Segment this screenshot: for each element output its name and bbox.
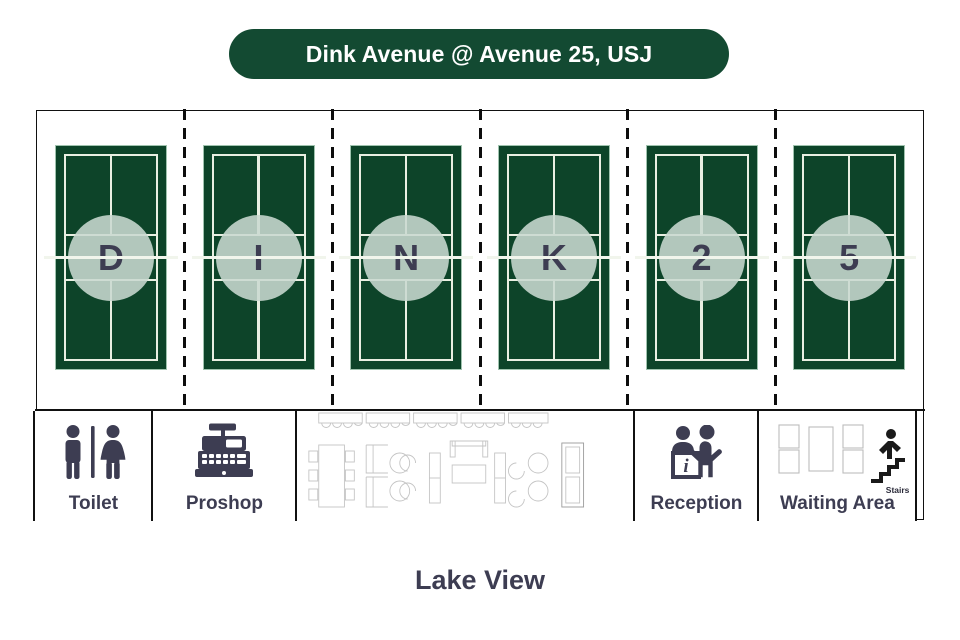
court-net-line xyxy=(486,256,621,259)
court-cell-i[interactable]: I xyxy=(183,109,333,406)
court-cell-n[interactable]: N xyxy=(330,109,480,406)
court-cell-5[interactable]: 5 xyxy=(773,109,923,406)
court-net-line xyxy=(191,256,326,259)
amenity-proshop[interactable]: Proshop xyxy=(151,410,298,521)
court-cell-k[interactable]: K xyxy=(478,109,628,406)
court-net-line xyxy=(782,256,917,259)
court-centre-line-top xyxy=(848,154,851,234)
court-centre-line-bottom xyxy=(109,281,112,361)
court-net-line xyxy=(634,256,769,259)
court-centre-line-bottom xyxy=(848,281,851,361)
pickleball-court[interactable]: I xyxy=(191,145,326,370)
court-net-line xyxy=(43,256,178,259)
court-centre-line-bottom xyxy=(700,281,703,361)
page-title-banner: Dink Avenue @ Avenue 25, USJ xyxy=(229,29,729,79)
pickleball-court[interactable]: K xyxy=(486,145,621,370)
stairs-label: Stairs xyxy=(885,484,910,495)
pickleball-court[interactable]: 2 xyxy=(634,145,769,370)
waiting-seats-icon xyxy=(759,411,915,494)
amenity-label: Toilet xyxy=(68,492,119,514)
pickleball-court[interactable]: 5 xyxy=(782,145,917,370)
court-centre-line-top xyxy=(700,154,703,234)
lounge-floorplan xyxy=(308,412,585,508)
pickleball-court[interactable]: N xyxy=(339,145,474,370)
pickleball-court[interactable]: D xyxy=(43,145,178,370)
cash-register-icon xyxy=(153,411,295,494)
court-centre-line-top xyxy=(109,154,112,234)
amenity-waiting-area[interactable]: Stairs Waiting Area xyxy=(757,410,918,521)
court-centre-line-top xyxy=(405,154,408,234)
court-centre-line-bottom xyxy=(257,281,260,361)
court-centre-line-bottom xyxy=(552,281,555,361)
restroom-icon xyxy=(35,411,151,494)
court-centre-line-top xyxy=(552,154,555,234)
court-centre-line-bottom xyxy=(405,281,408,361)
court-cell-d[interactable]: D xyxy=(37,111,185,404)
plan-outline: D I xyxy=(33,109,925,521)
amenity-lounge[interactable] xyxy=(295,410,636,521)
court-cell-2[interactable]: 2 xyxy=(626,109,776,406)
lake-view-caption: Lake View xyxy=(414,565,546,595)
courts-band: D I xyxy=(37,109,923,406)
amenity-label: Reception xyxy=(650,492,743,514)
information-desk-icon: i xyxy=(635,411,757,494)
amenity-label: Waiting Area xyxy=(780,492,895,514)
amenity-reception[interactable]: i Reception xyxy=(633,410,760,521)
svg-text:i: i xyxy=(684,456,690,477)
court-centre-line-top xyxy=(257,154,260,234)
amenities-row: Toilet xyxy=(33,408,925,521)
court-net-line xyxy=(339,256,474,259)
amenity-label: Proshop xyxy=(185,492,263,514)
amenity-toilet[interactable]: Toilet xyxy=(33,410,154,521)
page-title: Dink Avenue @ Avenue 25, USJ xyxy=(305,40,653,67)
